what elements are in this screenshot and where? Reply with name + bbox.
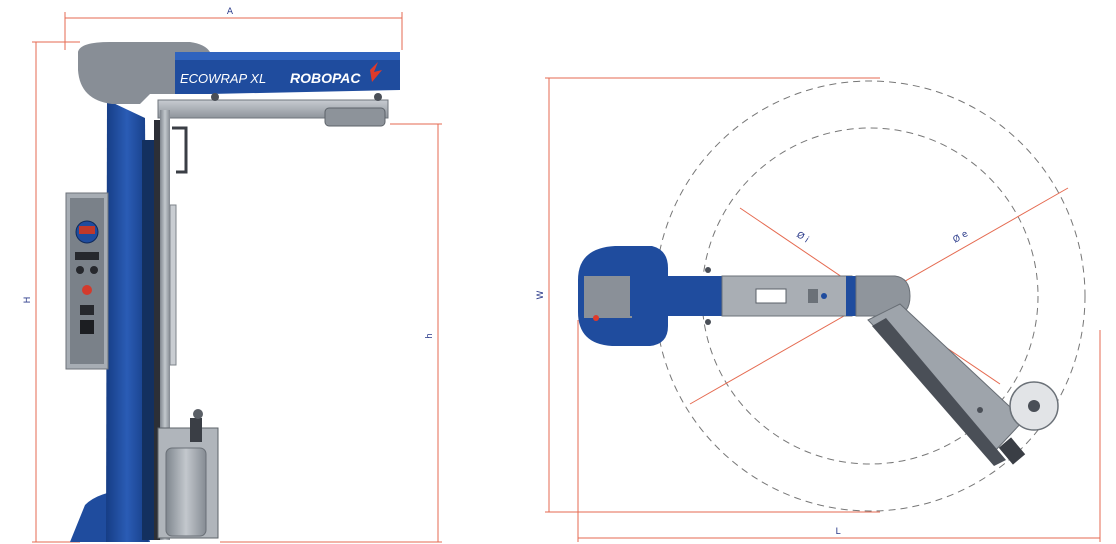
side-view: A H h [23,7,442,543]
dimension-l: L [577,320,1101,542]
rotating-arm [867,303,1025,466]
dimension-w-label: W [536,290,546,299]
brand-model: ECOWRAP XL [180,71,266,86]
dimension-arm-h: h [220,123,442,543]
top-view: W L Ø i Ø e [536,77,1101,542]
robopac-logo-icon [370,62,382,82]
dimension-a: A [64,7,403,50]
horizontal-arm [157,93,389,127]
film-roll [998,381,1059,465]
mast [160,110,188,540]
inner-diameter-label: Ø i [794,229,810,245]
top-head [578,246,668,346]
dimension-a-label: A [227,7,234,17]
dimension-l-label: L [835,527,840,537]
film-carriage [157,409,219,539]
inner-wrap-circle [701,127,1039,465]
dimension-arm-h-label: h [425,333,435,339]
outer-diameter-label: Ø e [951,228,970,245]
top-boom [630,267,911,325]
dimension-h-label: H [23,297,33,304]
control-panel [65,192,109,370]
machine-head: ECOWRAP XL ROBOPAC [78,42,400,104]
dimension-w: W [536,77,880,513]
column [106,100,164,542]
brand-maker: ROBOPAC [290,70,361,86]
